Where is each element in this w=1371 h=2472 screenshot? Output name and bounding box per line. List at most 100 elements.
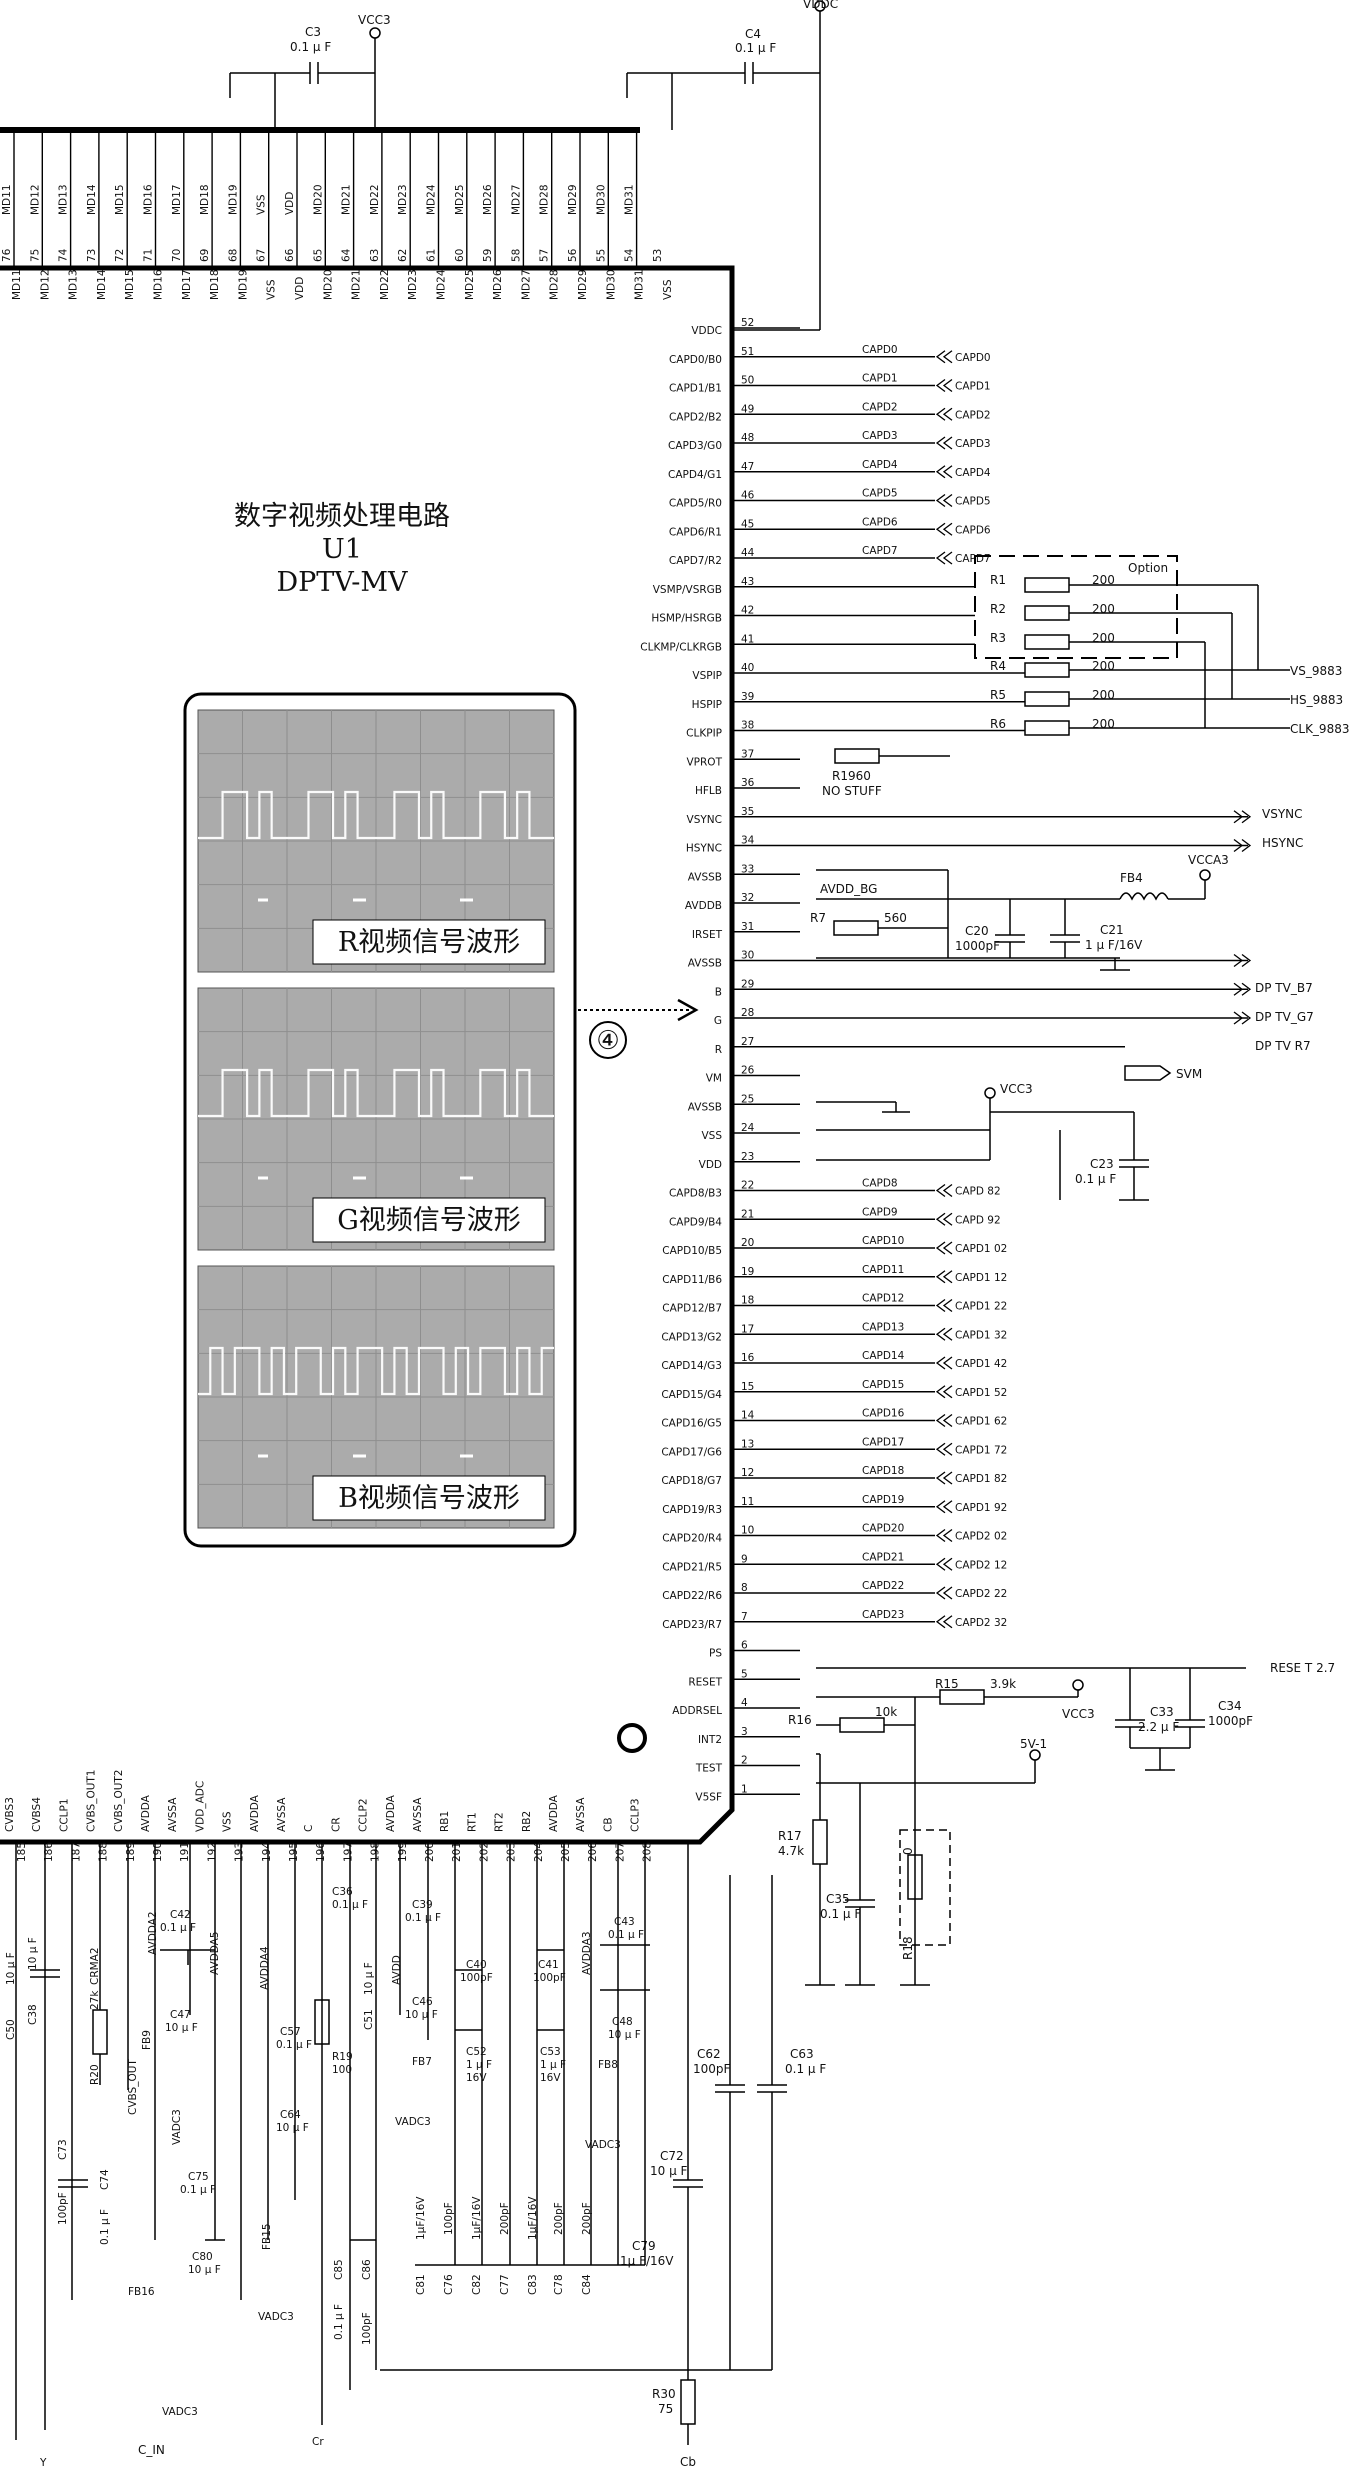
- bottom-pin-number: 189: [125, 1842, 137, 1862]
- fb7-label: FB7: [412, 2056, 432, 2068]
- net-label: CAPD16: [862, 1408, 905, 1420]
- top-pin-name: MD30: [605, 269, 617, 300]
- top-pin-number: 72: [114, 249, 126, 262]
- avdda5-label: AVDDA5: [209, 1931, 221, 1975]
- bottom-pin-name: RT2: [494, 1812, 506, 1832]
- top-bus-label: MD25: [454, 184, 466, 215]
- net-label: CAPD21: [862, 1551, 904, 1563]
- top-pin-name: MD20: [322, 269, 334, 300]
- bottom-pin-name: AVDDA: [249, 1794, 261, 1832]
- c82-value: 1μF/16V: [471, 2196, 483, 2240]
- net-label: CAPD0: [862, 344, 898, 356]
- r1960-body: [834, 748, 880, 764]
- vs9883-port: VS_9883: [1290, 664, 1342, 678]
- top-pin-number: 65: [312, 249, 324, 262]
- port-label: CAPD 92: [955, 1214, 1001, 1226]
- right-pin-name: CAPD14/G3: [661, 1360, 722, 1372]
- r19-label: R19: [332, 2051, 353, 2063]
- right-pin-name: CAPD23/R7: [662, 1619, 722, 1631]
- top-pin-number: 74: [58, 248, 70, 262]
- port-arrow-icon: [935, 1615, 953, 1629]
- top-bus-label: MD14: [86, 184, 98, 215]
- port-arrow-icon: [935, 465, 953, 479]
- net-label: CAPD11: [862, 1264, 904, 1276]
- right-pin-number: 2: [741, 1755, 748, 1767]
- c48-label: C48: [612, 2016, 633, 2028]
- r4-value: 200: [1092, 659, 1115, 673]
- r4-label: R4: [990, 659, 1006, 673]
- c57-label: C57: [280, 2026, 301, 2038]
- avddb-network: [816, 869, 1211, 971]
- net-label: CAPD4: [862, 459, 898, 471]
- bottom-pin-name: AVDDA: [140, 1794, 152, 1832]
- right-pin-name: CAPD15/G4: [661, 1389, 722, 1401]
- top-bus-label: MD26: [482, 184, 494, 215]
- c46-label: C46: [412, 1996, 433, 2008]
- c62-value: 100pF: [693, 2062, 731, 2076]
- c20-value: 1000pF: [955, 939, 1000, 953]
- c79-value: 1μ F/16V: [620, 2254, 674, 2268]
- bottom-network: [15, 1842, 650, 2440]
- right-pin-number: 12: [741, 1467, 754, 1479]
- port-arrow-icon: [935, 1528, 953, 1543]
- bottom-pin-name: CCLP2: [358, 1798, 370, 1832]
- right-pin-number: 7: [741, 1611, 748, 1623]
- right-pin-name: CAPD19/R3: [662, 1504, 722, 1516]
- right-pin-name: CAPD11/B6: [662, 1274, 722, 1286]
- bottom-pin-number: 196: [315, 1842, 327, 1862]
- c38-label: C38: [27, 2004, 39, 2025]
- bottom-pin-name: RB2: [521, 1811, 533, 1832]
- top-pin-name: VDD: [294, 277, 306, 300]
- bottom-pin-name: CVBS3: [4, 1797, 16, 1832]
- right-pin-number: 49: [741, 403, 754, 415]
- c53-volt: 16V: [540, 2072, 561, 2084]
- fb4-label: FB4: [1120, 871, 1143, 885]
- r2-label: R2: [990, 602, 1006, 616]
- r5-label: R5: [990, 688, 1006, 702]
- bottom-pin-name: AVSSA: [276, 1797, 288, 1832]
- vcca3-label: VCCA3: [1188, 853, 1229, 867]
- top-pin-number: 73: [86, 249, 98, 262]
- cin-port: C_IN: [138, 2443, 165, 2457]
- right-pin-number: 1: [741, 1783, 748, 1795]
- right-pin-number: 11: [741, 1496, 754, 1508]
- right-pin-name: CAPD13/G2: [661, 1331, 722, 1343]
- r6-label: R6: [990, 717, 1006, 731]
- right-pin-number: 47: [741, 461, 754, 473]
- r30-label: R30: [652, 2387, 676, 2401]
- bottom-pin-name: CCLP1: [58, 1798, 70, 1832]
- c63-label: C63: [790, 2047, 814, 2061]
- right-pin-name: AVSSB: [688, 958, 722, 970]
- port-arrow-icon: [935, 1500, 953, 1514]
- right-pin-name: CAPD0/B0: [669, 354, 722, 366]
- right-pin-name: CAPD17/G6: [661, 1446, 722, 1458]
- vcc3-top: VCC3: [358, 13, 391, 27]
- c40-value: 100pF: [460, 1972, 493, 1984]
- top-bus-label: VDD: [284, 192, 296, 215]
- top-pin-name: MD26: [492, 269, 504, 300]
- top-pin-number: 63: [369, 249, 381, 262]
- port-label: CAPD1 82: [955, 1473, 1007, 1485]
- c33-label: C33: [1150, 1705, 1174, 1719]
- right-pin-name: VDDC: [691, 325, 722, 337]
- r3-label: R3: [990, 631, 1006, 645]
- right-pin-name: B: [715, 986, 722, 998]
- net-label: CAPD12: [862, 1293, 904, 1305]
- right-pin-number: 9: [741, 1553, 748, 1565]
- port-label: CAPD2 32: [955, 1617, 1007, 1629]
- port-arrow-icon: [935, 1471, 953, 1485]
- c77-label: C77: [499, 2274, 511, 2295]
- c74-value: 0.1 μ F: [99, 2209, 111, 2245]
- probe-arrow: [677, 998, 699, 1022]
- right-pin-number: 6: [741, 1640, 748, 1652]
- c34-value: 1000pF: [1208, 1714, 1253, 1728]
- avdd-label: AVDD: [391, 1955, 403, 1985]
- vadc3-e: VADC3: [585, 2139, 621, 2151]
- scope-label: B视频信号波形: [338, 1483, 520, 1514]
- right-pin-name: CAPD4/G1: [668, 469, 722, 481]
- c42-value: 0.1 μ F: [160, 1922, 196, 1934]
- chip-outline: [0, 265, 735, 1845]
- svm-port: SVM: [1176, 1067, 1202, 1081]
- hs9883-port: HS_9883: [1290, 693, 1343, 707]
- bottom-pin-name: VDD_ADC: [194, 1781, 206, 1832]
